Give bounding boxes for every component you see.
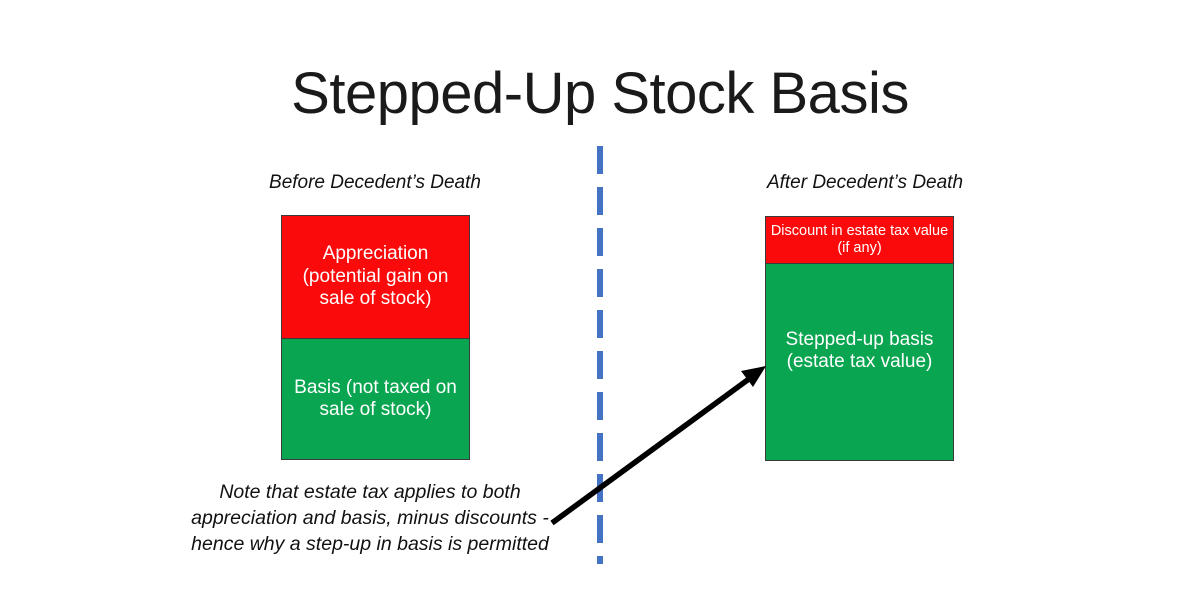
vertical-dashed-divider bbox=[597, 146, 603, 564]
right-column-heading: After Decedent’s Death bbox=[766, 172, 964, 193]
bar-appreciation: Appreciation (potential gain on sale of … bbox=[281, 215, 470, 339]
bar-basis-label: Basis (not taxed on sale of stock) bbox=[294, 376, 457, 420]
bar-discount: Discount in estate tax value (if any) bbox=[765, 216, 954, 264]
footnote-text: Note that estate tax applies to both app… bbox=[191, 481, 549, 555]
bar-discount-label: Discount in estate tax value (if any) bbox=[770, 222, 949, 256]
left-column-heading: Before Decedent’s Death bbox=[269, 172, 481, 193]
bar-appreciation-label: Appreciation (potential gain on sale of … bbox=[302, 243, 449, 310]
bar-stepped-up-basis: Stepped-up basis (estate tax value) bbox=[765, 263, 954, 461]
pointer-arrow bbox=[550, 366, 766, 526]
bar-stepped-up-basis-label: Stepped-up basis (estate tax value) bbox=[785, 329, 934, 373]
bar-basis: Basis (not taxed on sale of stock) bbox=[281, 338, 470, 460]
page-title: Stepped-Up Stock Basis bbox=[291, 61, 909, 126]
